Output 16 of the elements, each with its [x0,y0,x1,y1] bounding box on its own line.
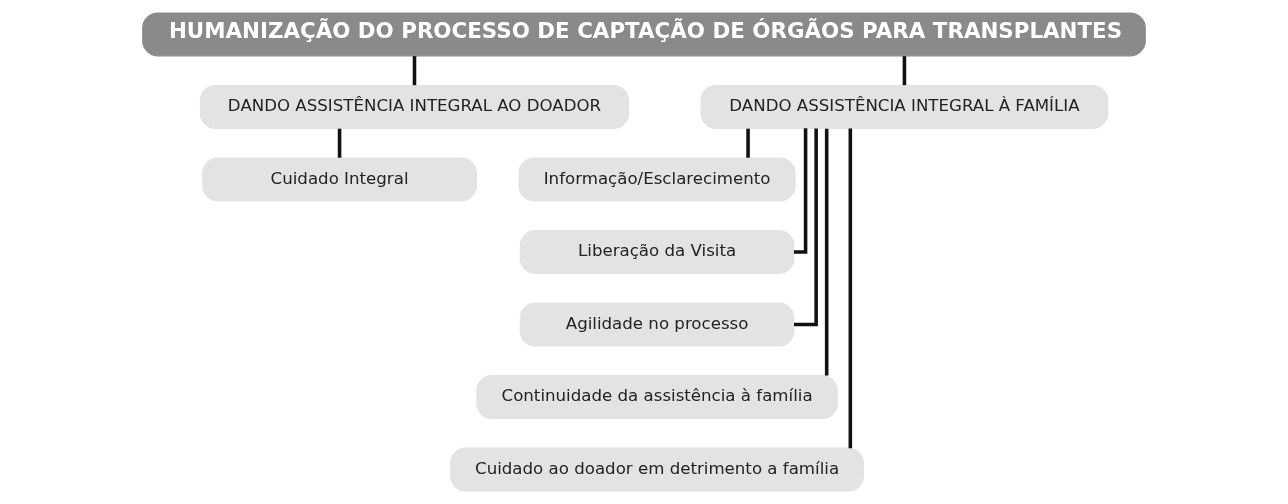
node-box: DANDO ASSISTÊNCIA INTEGRAL À FAMÍLIA [700,84,1109,129]
connector [746,128,750,158]
connector [337,128,342,158]
node-box: Informação/Esclarecimento [518,157,796,202]
connector [793,128,808,254]
connector [412,56,417,86]
connector [848,128,853,449]
node-box: Cuidado ao doador em detrimento a família [450,447,864,492]
node-box: Continuidade da assistência à família [476,375,838,420]
node-box: Agilidade no processo [519,302,795,347]
node-box: HUMANIZAÇÃO DO PROCESSO DE CAPTAÇÃO DE ÓRGÃOS PARA TRANSPLANTES [142,12,1146,57]
connector [902,56,907,86]
node-box: Liberação da Visita [519,230,795,274]
node-box: Cuidado Integral [202,157,477,202]
node-box: DANDO ASSISTÊNCIA INTEGRAL AO DOADOR [199,84,630,129]
connector [824,128,829,376]
